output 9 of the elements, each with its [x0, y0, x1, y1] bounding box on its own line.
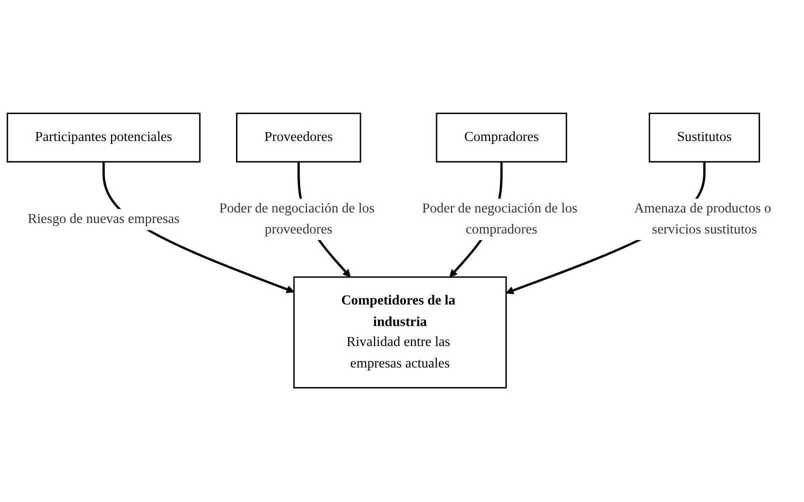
node-box: Competidores de la industria Rivalidad entre las empresas actuales — [293, 276, 507, 389]
node-box: Sustitutos — [648, 113, 760, 163]
edge-label: Amenaza de productos o servicios sustitutos — [634, 202, 772, 238]
edge-label: Poder de negociación de los compradores — [422, 202, 578, 238]
edge-label: Riesgo de nuevas empresas — [28, 212, 180, 228]
node-box: Compradores — [436, 113, 568, 163]
node-box: Participantes potenciales — [6, 113, 201, 163]
edge-label: Poder de negociación de los proveedores — [219, 202, 374, 238]
node-box: Proveedores — [236, 113, 362, 163]
